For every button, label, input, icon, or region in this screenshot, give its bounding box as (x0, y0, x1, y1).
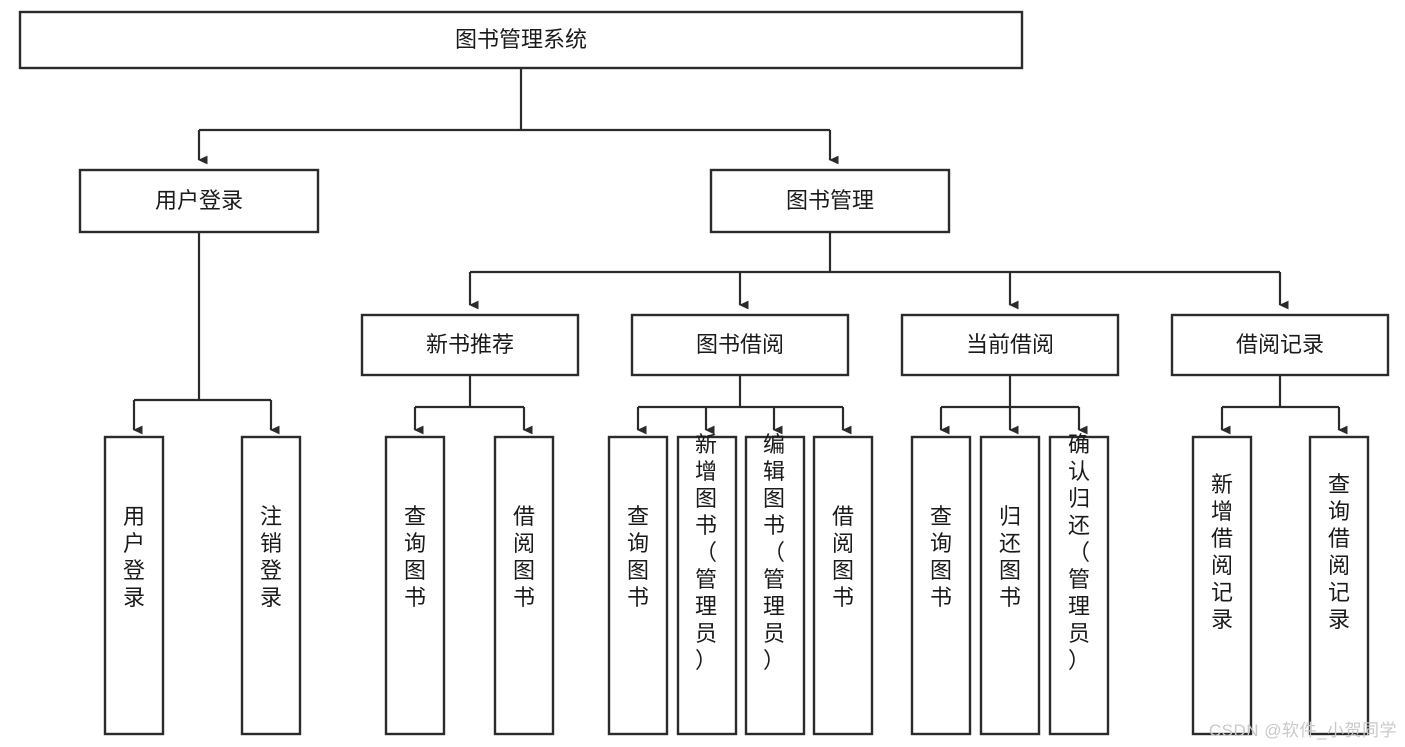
node-current-borrow-box[interactable] (900, 313, 1120, 377)
leaf-box[interactable] (384, 435, 446, 736)
connector-group-new-book (413, 375, 533, 435)
connector-group-book-manage (468, 232, 1289, 310)
leaf-new-book-query[interactable]: 查询图书 (384, 435, 446, 736)
node-borrow-record[interactable]: 借阅记录 (1170, 313, 1390, 377)
node-borrow-record-box[interactable] (1170, 313, 1390, 377)
leaf-label: 查询图书 (404, 504, 426, 610)
leaf-label: 借阅图书 (513, 504, 535, 610)
node-user-login[interactable]: 用户登录 (78, 168, 320, 234)
node-book-manage-box[interactable] (709, 168, 951, 234)
leaf-borrow-record-query[interactable]: 查询借阅记录 (1308, 435, 1370, 736)
leaf-label: 编辑图书（管理员） (763, 432, 785, 673)
connector-group-book-borrow (636, 375, 852, 435)
node-new-book-recommend-box[interactable] (360, 313, 580, 377)
leaf-box[interactable] (910, 435, 972, 736)
node-root-label: 图书管理系统 (455, 27, 587, 52)
leaf-box[interactable] (1308, 435, 1370, 736)
node-book-borrow[interactable]: 图书借阅 (630, 313, 850, 377)
leaf-label: 借阅图书 (832, 504, 854, 610)
leaf-box[interactable] (240, 435, 302, 736)
leaf-box[interactable] (1048, 435, 1110, 736)
node-book-borrow-box[interactable] (630, 313, 850, 377)
leaf-label: 查询借阅记录 (1328, 472, 1350, 632)
leaf-box[interactable] (493, 435, 555, 736)
node-book-borrow-label: 图书借阅 (696, 332, 784, 357)
leaf-book-borrow-edit[interactable]: 编辑图书（管理员） (744, 432, 806, 736)
connector-group-borrow-record (1220, 375, 1348, 435)
leaf-book-borrow-query[interactable]: 查询图书 (607, 435, 669, 736)
leaf-current-borrow-return[interactable]: 归还图书 (979, 435, 1041, 736)
leaf-label: 注销登录 (260, 504, 282, 610)
leaf-borrow-record-add[interactable]: 新增借阅记录 (1191, 435, 1253, 736)
leaf-label: 用户登录 (123, 504, 145, 610)
node-root-box[interactable] (18, 10, 1024, 70)
leaf-book-borrow-add[interactable]: 新增图书（管理员） (676, 432, 738, 736)
leaf-current-borrow-confirm[interactable]: 确认归还（管理员） (1048, 432, 1110, 736)
leaf-label: 查询图书 (930, 504, 952, 610)
leaf-new-book-borrow[interactable]: 借阅图书 (493, 435, 555, 736)
node-root[interactable]: 图书管理系统 (18, 10, 1024, 70)
leaf-box[interactable] (676, 435, 738, 736)
connector-group-current-borrow (939, 375, 1088, 435)
leaf-current-borrow-query[interactable]: 查询图书 (910, 435, 972, 736)
node-current-borrow[interactable]: 当前借阅 (900, 313, 1120, 377)
leaf-box[interactable] (744, 435, 806, 736)
connector-group-user-login (132, 232, 280, 435)
leaf-box[interactable] (103, 435, 165, 736)
node-new-book-recommend[interactable]: 新书推荐 (360, 313, 580, 377)
leaf-label: 新增图书（管理员） (695, 432, 717, 673)
leaf-box[interactable] (979, 435, 1041, 736)
connector-group-root (197, 68, 839, 165)
leaf-box[interactable] (1191, 435, 1253, 736)
leaf-label: 归还图书 (999, 504, 1021, 610)
node-borrow-record-label: 借阅记录 (1236, 332, 1324, 357)
node-user-login-label: 用户登录 (155, 188, 243, 213)
leaf-user-login-login[interactable]: 用户登录 (103, 435, 165, 736)
node-user-login-box[interactable] (78, 168, 320, 234)
node-book-manage-label: 图书管理 (786, 188, 874, 213)
leaf-label: 查询图书 (627, 504, 649, 610)
node-current-borrow-label: 当前借阅 (966, 332, 1054, 357)
leaf-label: 确认归还（管理员） (1068, 432, 1090, 673)
leaf-box[interactable] (812, 435, 874, 736)
leaf-user-login-logout[interactable]: 注销登录 (240, 435, 302, 736)
leaf-label: 新增借阅记录 (1211, 472, 1233, 632)
node-new-book-recommend-label: 新书推荐 (426, 332, 514, 357)
csdn-watermark: CSDN @软件_小贺同学 (1208, 721, 1397, 740)
node-book-manage[interactable]: 图书管理 (709, 168, 951, 234)
leaf-box[interactable] (607, 435, 669, 736)
leaf-book-borrow-borrow[interactable]: 借阅图书 (812, 435, 874, 736)
